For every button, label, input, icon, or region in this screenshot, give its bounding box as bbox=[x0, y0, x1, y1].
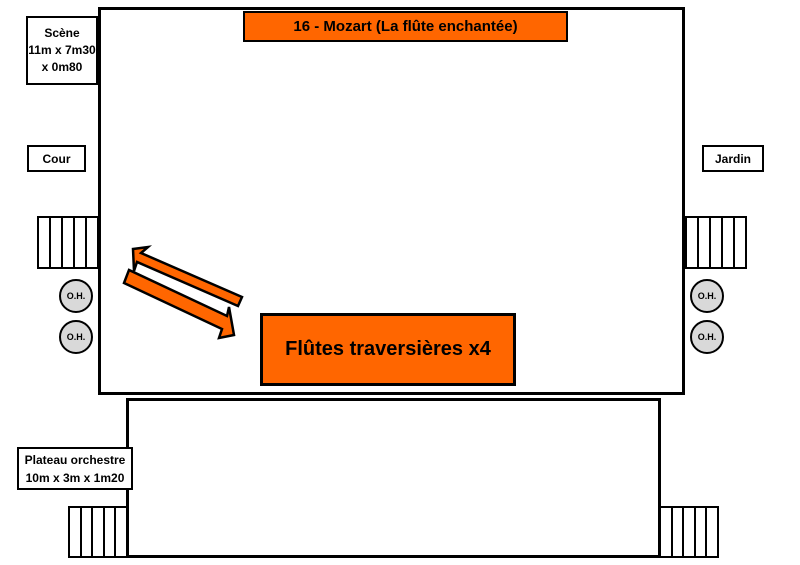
orchestra-label-name: Plateau orchestre bbox=[24, 452, 126, 467]
orchestra-label-dimensions: 10m x 3m x 1m20 bbox=[25, 470, 125, 485]
orchestra-platform bbox=[126, 398, 661, 558]
overhead-mic-right-2: O.H. bbox=[690, 320, 724, 354]
stairs-orchestra-right bbox=[659, 506, 719, 558]
stairs-orchestra-left bbox=[68, 506, 128, 558]
jardin-label: Jardin bbox=[702, 145, 764, 172]
stage-label: Scène 11m x 7m30 x 0m80 bbox=[26, 16, 98, 85]
overhead-mic-left-2: O.H. bbox=[59, 320, 93, 354]
stage-label-dimensions: 11m x 7m30 bbox=[28, 43, 96, 57]
stairs-stage-left bbox=[37, 216, 99, 269]
orchestra-label: Plateau orchestre 10m x 3m x 1m20 bbox=[17, 447, 133, 490]
stairs-stage-right bbox=[685, 216, 747, 269]
piece-title: 16 - Mozart (La flûte enchantée) bbox=[243, 11, 568, 42]
stage-label-name: Scène bbox=[44, 26, 80, 40]
overhead-mic-left-1: O.H. bbox=[59, 279, 93, 313]
overhead-mic-right-1: O.H. bbox=[690, 279, 724, 313]
cour-label: Cour bbox=[27, 145, 86, 172]
flutes-position: Flûtes traversières x4 bbox=[260, 313, 516, 386]
stage-label-height: x 0m80 bbox=[41, 60, 83, 74]
